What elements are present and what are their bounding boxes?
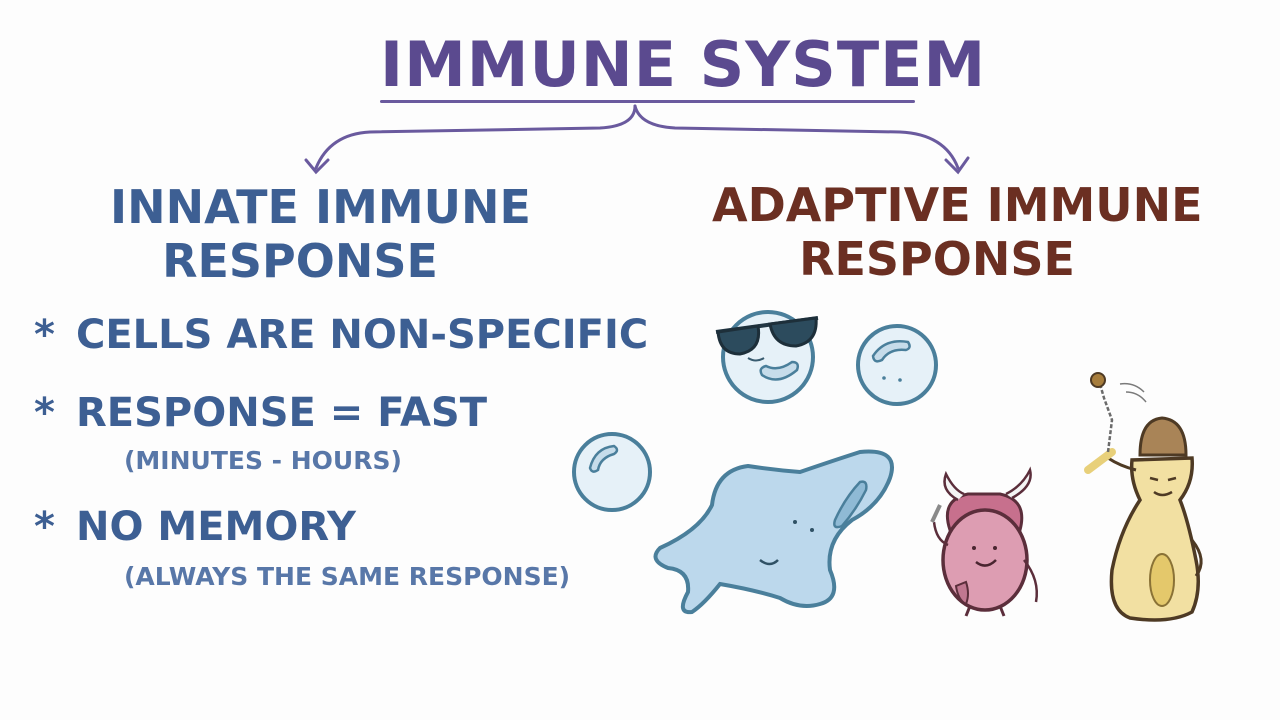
brace-right-arrow bbox=[633, 104, 960, 170]
innate-bullet-1-text: CELLS ARE NON-SPECIFIC bbox=[76, 312, 649, 358]
lymphocyte-small-icon bbox=[856, 324, 938, 406]
innate-bullet-2-text: RESPONSE = FAST bbox=[76, 390, 488, 436]
lymphocyte-left-icon bbox=[572, 432, 652, 512]
adaptive-heading: ADAPTIVE IMMUNE RESPONSE bbox=[712, 178, 1203, 286]
title-underline bbox=[380, 100, 915, 103]
adaptive-heading-line1: ADAPTIVE IMMUNE bbox=[712, 178, 1203, 232]
macrophage-icon bbox=[653, 449, 894, 615]
bullet-star-icon: * bbox=[34, 504, 55, 550]
innate-bullet-3-note: (ALWAYS THE SAME RESPONSE) bbox=[124, 562, 571, 591]
innate-bullet-2-note: (MINUTES - HOURS) bbox=[124, 446, 402, 475]
innate-heading-line2: RESPONSE bbox=[162, 234, 438, 288]
innate-bullet-3-text: NO MEMORY bbox=[76, 504, 356, 550]
viking-cell-icon bbox=[930, 466, 1038, 617]
innate-bullet-3: * NO MEMORY bbox=[34, 504, 356, 550]
bullet-star-icon: * bbox=[34, 312, 55, 358]
diagram-title: IMMUNE SYSTEM bbox=[380, 28, 987, 101]
brace-left-arrow bbox=[314, 104, 637, 170]
innate-heading: INNATE IMMUNE RESPONSE bbox=[110, 180, 531, 288]
innate-bullet-2: * RESPONSE = FAST bbox=[34, 390, 487, 436]
knight-cell-icon bbox=[1084, 372, 1203, 622]
bullet-star-icon: * bbox=[34, 390, 55, 436]
lymphocyte-sunglasses-icon bbox=[715, 310, 819, 404]
adaptive-heading-line2: RESPONSE bbox=[799, 232, 1075, 286]
innate-bullet-1: * CELLS ARE NON-SPECIFIC bbox=[34, 312, 648, 358]
innate-heading-line1: INNATE IMMUNE bbox=[110, 180, 531, 234]
